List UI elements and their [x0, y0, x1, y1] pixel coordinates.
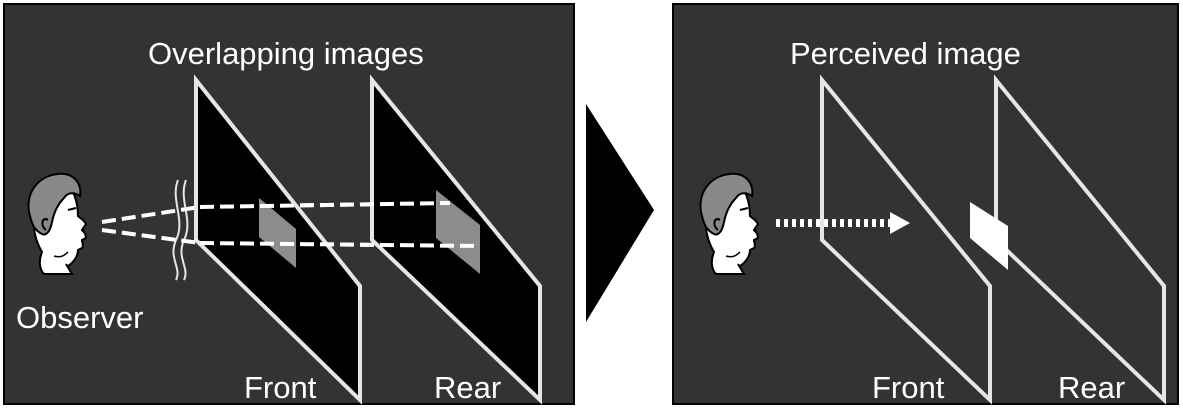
left-panel-title: Overlapping images	[148, 36, 424, 71]
left-panel: Overlapping images Observer Fron	[4, 4, 574, 405]
observer-label: Observer	[16, 300, 143, 335]
right-panel-title: Perceived image	[790, 36, 1021, 71]
right-front-label: Front	[872, 370, 945, 405]
transition-arrow-icon	[586, 104, 654, 322]
right-panel: Perceived image Front Rear	[673, 4, 1178, 405]
left-front-label: Front	[244, 370, 317, 405]
right-rear-label: Rear	[1058, 370, 1125, 405]
left-rear-label: Rear	[434, 370, 501, 405]
